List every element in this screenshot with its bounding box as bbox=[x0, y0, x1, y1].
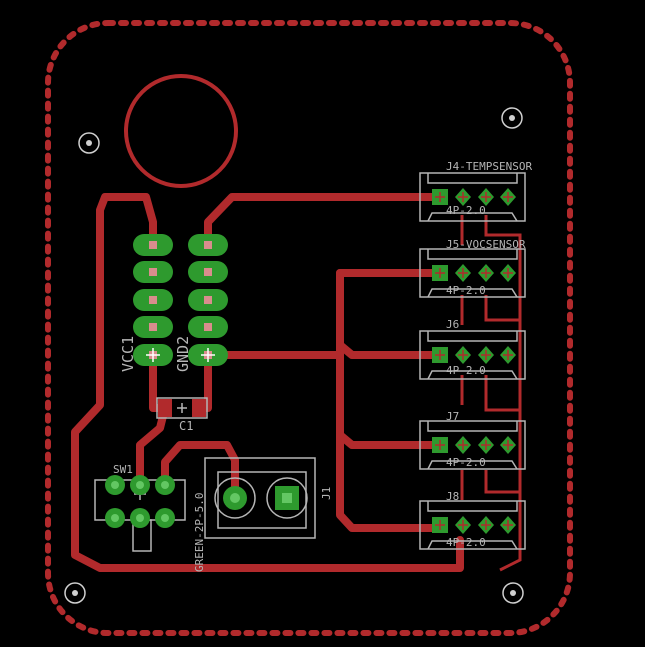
connector-pad bbox=[478, 188, 494, 206]
connector-pad bbox=[500, 264, 516, 282]
header-pad bbox=[133, 261, 173, 283]
header-pad bbox=[188, 261, 228, 283]
header-pad bbox=[188, 289, 228, 311]
switch-pad bbox=[130, 475, 150, 495]
label-j8-package: 4P-2.0 bbox=[446, 536, 486, 549]
switch-sw1 bbox=[94, 475, 186, 552]
switch-pad bbox=[130, 508, 150, 528]
label-j6-package: 4P-2.0 bbox=[446, 364, 486, 377]
trace-vcc-left bbox=[71, 193, 444, 572]
connector-4p bbox=[419, 330, 526, 380]
switch-pad bbox=[105, 508, 125, 528]
header-pad bbox=[133, 344, 173, 366]
switch-pad bbox=[155, 475, 175, 495]
connector-pad bbox=[455, 516, 471, 534]
connector-pad bbox=[455, 436, 471, 454]
trace-switch-j1 bbox=[161, 441, 239, 504]
label-j4: J4-TEMPSENSOR bbox=[446, 160, 532, 173]
header-pad bbox=[133, 316, 173, 338]
connector-pad bbox=[455, 346, 471, 364]
label-j8: J8 bbox=[446, 490, 459, 503]
header-pad bbox=[133, 289, 173, 311]
connector-pad bbox=[432, 265, 448, 281]
label-j5: J5-VOCSENSOR bbox=[446, 238, 526, 251]
label-sw1: SW1 bbox=[113, 463, 133, 476]
connector-pad bbox=[432, 437, 448, 453]
connector-pad bbox=[478, 264, 494, 282]
label-j7-package: 4P-2.0 bbox=[446, 456, 486, 469]
connector-pad bbox=[500, 516, 516, 534]
connector-pad bbox=[432, 189, 448, 205]
thin-traces bbox=[460, 215, 522, 572]
copper-traces bbox=[71, 193, 464, 572]
mounting-hole-icon bbox=[78, 132, 100, 154]
trace-bus-j7 bbox=[336, 431, 444, 449]
label-c1: C1 bbox=[179, 419, 193, 433]
label-gnd2: GND2 bbox=[174, 336, 192, 372]
header-pad bbox=[188, 234, 228, 256]
connector-pad bbox=[478, 516, 494, 534]
label-j1-package: GREEN-2P-5.0 bbox=[193, 493, 206, 572]
switch-pad bbox=[105, 475, 125, 495]
connector-pad bbox=[500, 436, 516, 454]
mounting-hole-icon bbox=[501, 107, 523, 129]
header-pads bbox=[133, 234, 228, 366]
connectors bbox=[419, 172, 526, 550]
header-pad bbox=[188, 344, 228, 366]
mounting-hole-icon bbox=[64, 582, 86, 604]
board-circle-cutout bbox=[124, 74, 238, 188]
label-j6: J6 bbox=[446, 318, 459, 331]
mounting-hole-icon bbox=[502, 582, 524, 604]
header-pad bbox=[133, 234, 173, 256]
label-vcc1: VCC1 bbox=[119, 336, 137, 372]
connector-pad bbox=[432, 517, 448, 533]
connector-4p bbox=[419, 248, 526, 298]
board-outline bbox=[45, 20, 573, 636]
label-j7: J7 bbox=[446, 410, 459, 423]
switch-pad bbox=[155, 508, 175, 528]
capacitor-c1 bbox=[156, 397, 208, 419]
connector-4p bbox=[419, 420, 526, 470]
label-j1: J1 bbox=[320, 487, 333, 500]
connector-pad bbox=[455, 264, 471, 282]
connector-pad bbox=[500, 346, 516, 364]
label-j4-package: 4P-2.0 bbox=[446, 204, 486, 217]
trace-bus-j6 bbox=[336, 341, 444, 359]
connector-pad bbox=[478, 346, 494, 364]
connector-pad bbox=[455, 188, 471, 206]
connector-4p bbox=[419, 500, 526, 550]
trace-bus-vertical bbox=[336, 269, 444, 532]
header-pad bbox=[188, 316, 228, 338]
connector-pad bbox=[432, 347, 448, 363]
connector-4p bbox=[419, 172, 526, 222]
terminal-j1 bbox=[204, 457, 316, 539]
connector-pad bbox=[478, 436, 494, 454]
connector-pad bbox=[500, 188, 516, 206]
label-j5-package: 4P-2.0 bbox=[446, 284, 486, 297]
trace-gnd-top bbox=[204, 193, 442, 249]
